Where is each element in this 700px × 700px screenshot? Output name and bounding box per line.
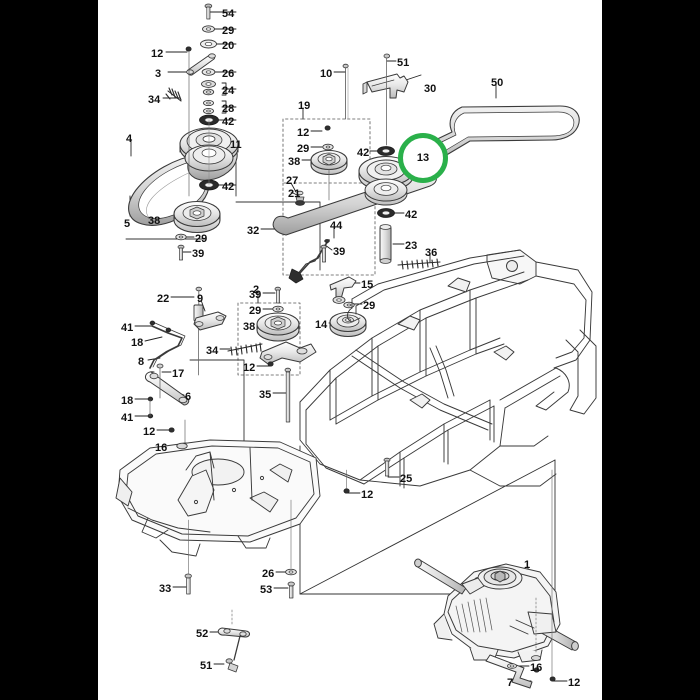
- callout-label-29[interactable]: 29: [195, 233, 208, 245]
- callout-label-12[interactable]: 12: [243, 362, 256, 374]
- callout-label-36[interactable]: 36: [425, 247, 438, 259]
- callout-label-14[interactable]: 14: [315, 319, 328, 331]
- callout-label-38[interactable]: 38: [243, 321, 256, 333]
- highlight-ref-label: 13: [416, 152, 430, 164]
- transmission-assembly: [414, 469, 579, 689]
- callout-label-38[interactable]: 38: [148, 215, 161, 227]
- callout-label-51[interactable]: 51: [397, 57, 410, 69]
- callout-label-8[interactable]: 8: [138, 356, 145, 368]
- callout-label-10[interactable]: 10: [320, 68, 333, 80]
- callout-label-34[interactable]: 34: [206, 345, 219, 357]
- callout-label-12[interactable]: 12: [143, 426, 156, 438]
- callout-label-30[interactable]: 30: [424, 83, 437, 95]
- callout-label-11[interactable]: 11: [230, 139, 242, 151]
- spring-34-lower: [227, 342, 263, 356]
- callout-label-39[interactable]: 39: [333, 246, 346, 258]
- chassis-frame: [299, 249, 597, 494]
- callout-label-29[interactable]: 29: [297, 143, 310, 155]
- callout-label-12[interactable]: 12: [151, 48, 164, 60]
- callout-label-42[interactable]: 42: [405, 209, 418, 221]
- callout-label-20[interactable]: 20: [222, 40, 235, 52]
- callout-label-34[interactable]: 34: [148, 94, 161, 106]
- callout-label-32[interactable]: 32: [247, 225, 260, 237]
- callout-label-26[interactable]: 26: [222, 68, 235, 80]
- rod-22-9: [193, 286, 227, 376]
- callout-label-12[interactable]: 12: [568, 677, 581, 689]
- linkage-44-39: [288, 239, 330, 284]
- callout-label-16[interactable]: 16: [530, 662, 543, 674]
- callout-label-4[interactable]: 4: [126, 133, 133, 145]
- callout-label-24[interactable]: 24: [222, 85, 235, 97]
- front-pan: [115, 439, 350, 599]
- callout-label-2[interactable]: 2: [253, 284, 260, 296]
- callout-label-38[interactable]: 38: [288, 156, 301, 168]
- callout-label-25[interactable]: 25: [400, 473, 413, 485]
- callout-label-33[interactable]: 33: [159, 583, 172, 595]
- callout-label-50[interactable]: 50: [491, 77, 504, 89]
- rod-35: [284, 367, 291, 423]
- callout-label-42[interactable]: 42: [222, 116, 235, 128]
- callout-label-42[interactable]: 42: [222, 181, 235, 193]
- highlight-circle-13[interactable]: 13: [398, 133, 448, 183]
- callout-label-54[interactable]: 54: [222, 8, 235, 20]
- callout-label-28[interactable]: 28: [222, 103, 235, 115]
- callout-label-52[interactable]: 52: [196, 628, 209, 640]
- callout-label-39[interactable]: 39: [192, 248, 205, 260]
- callout-label-1[interactable]: 1: [524, 559, 531, 571]
- hardware-stack-top: [165, 3, 219, 261]
- callout-label-41[interactable]: 41: [121, 322, 134, 334]
- callout-label-35[interactable]: 35: [259, 389, 272, 401]
- bracket-30: [362, 53, 409, 146]
- callout-label-53[interactable]: 53: [260, 584, 273, 596]
- callout-label-41[interactable]: 41: [121, 412, 134, 424]
- group-19: [310, 63, 349, 201]
- callout-label-18[interactable]: 18: [121, 395, 134, 407]
- callout-label-19[interactable]: 19: [298, 100, 311, 112]
- callout-label-12[interactable]: 12: [361, 489, 374, 501]
- link-52-51: [217, 609, 250, 673]
- callout-label-12[interactable]: 12: [297, 127, 310, 139]
- callout-label-17[interactable]: 17: [172, 368, 185, 380]
- callout-label-22[interactable]: 22: [157, 293, 170, 305]
- callout-label-42[interactable]: 42: [357, 147, 370, 159]
- callout-label-21[interactable]: 21: [288, 188, 301, 200]
- callout-label-9[interactable]: 9: [197, 293, 204, 305]
- callout-label-18[interactable]: 18: [131, 337, 144, 349]
- pulley-11: [179, 127, 239, 172]
- callout-label-44[interactable]: 44: [330, 220, 343, 232]
- spring-36: [397, 258, 441, 270]
- group-27-21: [295, 190, 305, 206]
- callout-label-29[interactable]: 29: [249, 305, 262, 317]
- callout-label-26[interactable]: 26: [262, 568, 275, 580]
- callout-label-7[interactable]: 7: [507, 677, 514, 689]
- callout-label-23[interactable]: 23: [405, 240, 418, 252]
- callout-label-27[interactable]: 27: [286, 175, 299, 187]
- callout-label-3[interactable]: 3: [155, 68, 162, 80]
- callout-label-39[interactable]: 39: [249, 289, 262, 301]
- callout-label-5[interactable]: 5: [124, 218, 131, 230]
- callout-label-15[interactable]: 15: [361, 279, 374, 291]
- pulley-38-left: [173, 200, 221, 234]
- group-outlines: [237, 118, 376, 376]
- callout-label-51[interactable]: 51: [200, 660, 213, 672]
- callout-label-29[interactable]: 29: [363, 300, 376, 312]
- callout-label-6[interactable]: 6: [185, 391, 192, 403]
- callout-label-29[interactable]: 29: [222, 25, 235, 37]
- callout-label-16[interactable]: 16: [155, 442, 168, 454]
- leader-lines: [129, 11, 568, 682]
- group-2: [256, 286, 317, 367]
